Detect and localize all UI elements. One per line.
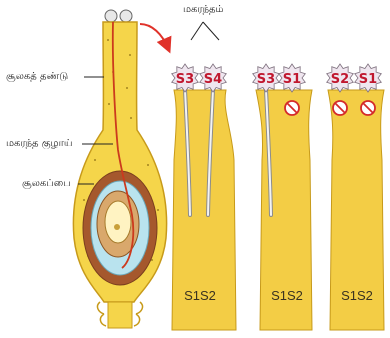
pollen-allele-label: S1: [283, 72, 301, 87]
style-genotype-label: S1S2: [271, 288, 303, 303]
pollen-allele-label: S3: [176, 72, 194, 87]
egg-cell: [114, 224, 120, 230]
style-genotype-label: S1S2: [184, 288, 216, 303]
stigma-lobe-right: [120, 10, 132, 22]
embryo-sac: [105, 201, 131, 243]
label-style: சூலகத் தண்டு: [6, 71, 104, 82]
stigma-pointer-right: [203, 22, 219, 40]
pollen-allele-label: S2: [331, 72, 349, 87]
zoom-arrow: [140, 24, 168, 48]
svg-text:சூலகப்பை: சூலகப்பை: [22, 178, 71, 189]
style-genotype-label: S1S2: [341, 288, 373, 303]
svg-text:சூலகத் தண்டு: சூலகத் தண்டு: [6, 71, 68, 82]
stigma-label: மகரந்தம்: [183, 4, 224, 15]
svg-text:மகரந்த குழாய்: மகரந்த குழாய்: [6, 138, 72, 150]
pollen-allele-label: S1: [359, 72, 377, 87]
pollen-allele-label: S4: [204, 72, 222, 87]
pollen-allele-label: S3: [257, 72, 275, 87]
stigma-pointer-left: [191, 22, 203, 40]
stigma-lobe-left: [105, 10, 117, 22]
pistil: [73, 10, 166, 328]
